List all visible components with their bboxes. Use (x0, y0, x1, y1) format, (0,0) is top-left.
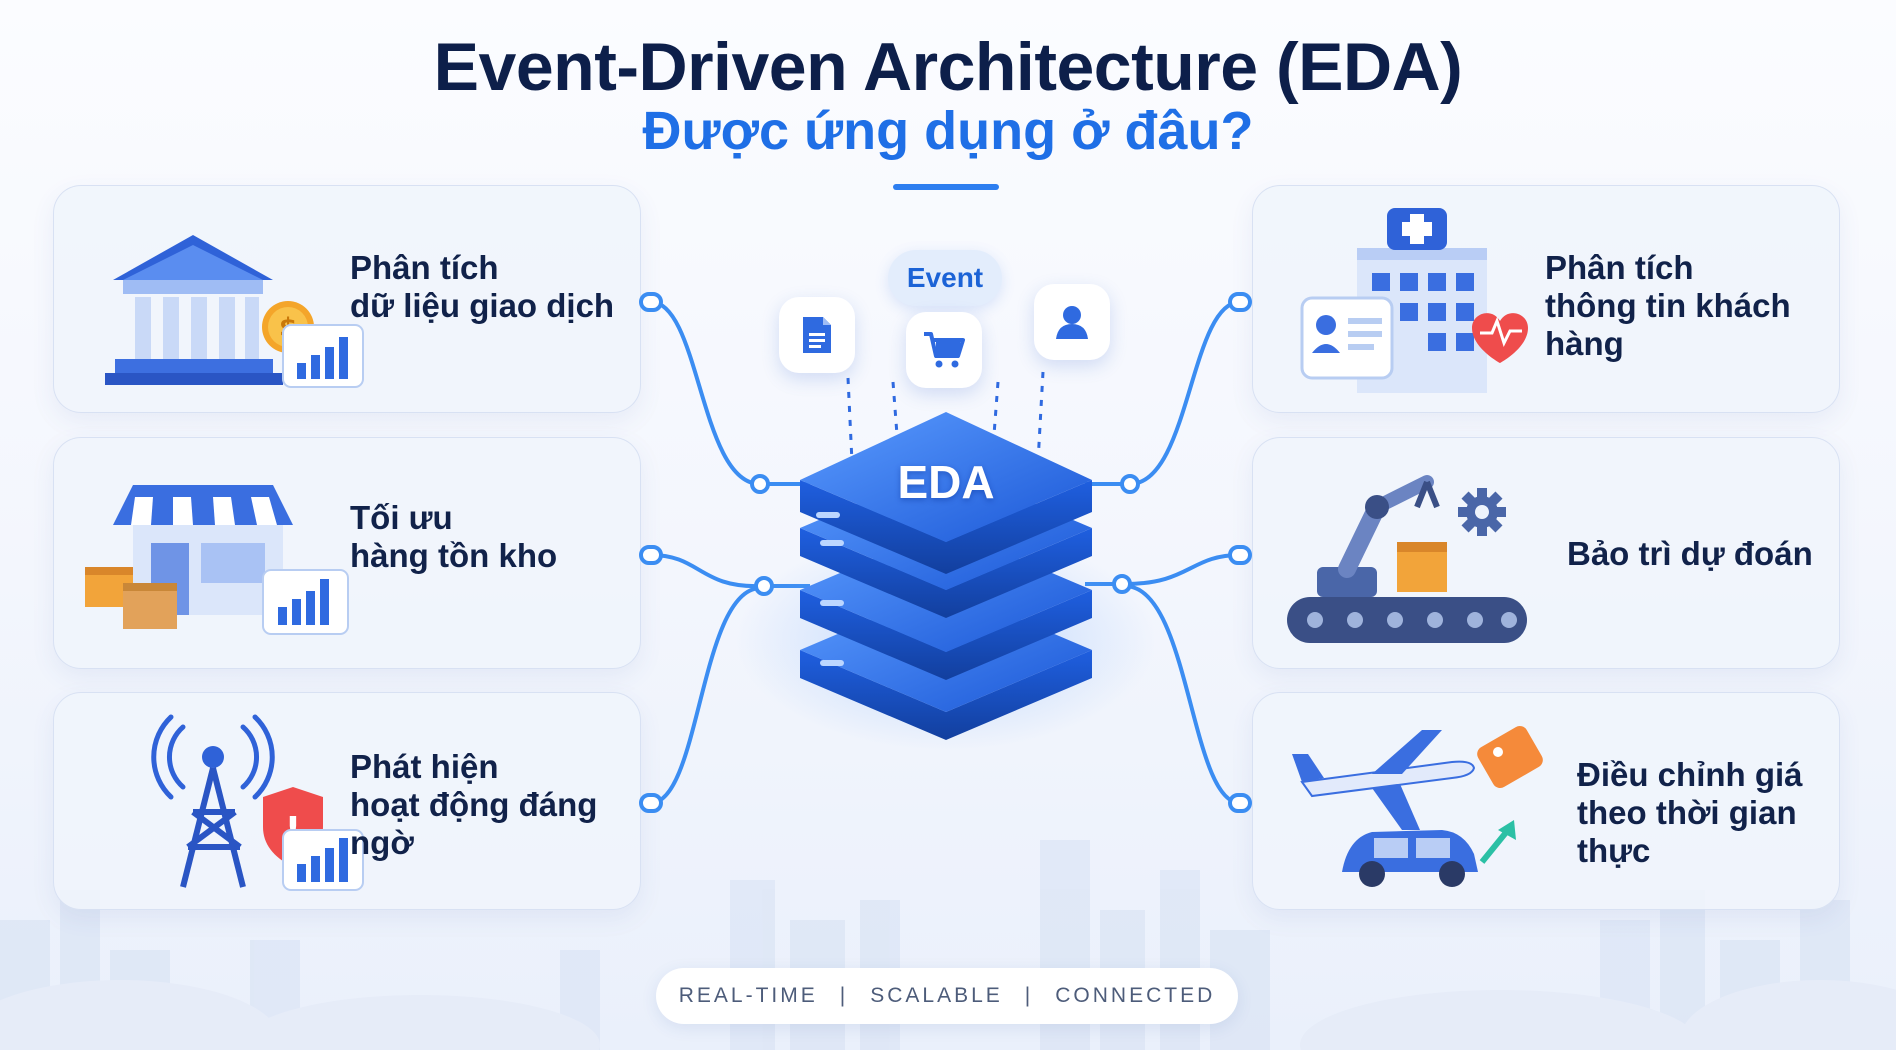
user-icon (1056, 306, 1088, 339)
connector-right-middle (1124, 553, 1241, 586)
card-label: Phân tích thông tin khách hàng (1545, 249, 1791, 362)
user-icon-tile (1034, 284, 1110, 360)
robot-arm-icon (1287, 475, 1527, 643)
footer-tags: REAL-TIME | SCALABLE | CONNECTED (656, 968, 1238, 1024)
footer-tag-connected: CONNECTED (1055, 984, 1216, 1007)
connector-left-top (650, 300, 761, 486)
bank-icon: $ (105, 235, 364, 388)
eda-layer-bottom (800, 588, 1092, 740)
card-label: Bảo trì dự đoán (1567, 535, 1813, 572)
footer-tag-realtime: REAL-TIME (678, 984, 818, 1007)
card-inventory-optimization: Tối ưu hàng tồn kho (53, 437, 641, 669)
title-underline (893, 184, 999, 190)
eda-layer-middle (800, 528, 1092, 680)
event-pill: Event (888, 250, 1002, 306)
plane-car-icon (1292, 726, 1543, 887)
card-customer-analysis: Phân tích thông tin khách hàng (1252, 185, 1840, 413)
page-subtitle: Được ứng dụng ở đâu? (642, 101, 1254, 161)
card-realtime-pricing: Điều chỉnh giá theo thời gian thực (1252, 692, 1840, 910)
document-icon-tile (779, 297, 855, 373)
hospital-icon (1300, 208, 1528, 393)
footer-separator: | (1024, 984, 1034, 1007)
card-label: Phân tích dữ liệu giao dịch (350, 249, 615, 324)
tower-icon: ! (151, 714, 364, 891)
card-label: Tối ưu hàng tồn kho (350, 499, 558, 574)
card-label: Điều chỉnh giá theo thời gian thực (1577, 756, 1803, 869)
page-title: Event-Driven Architecture (EDA) (433, 29, 1463, 105)
document-icon (803, 317, 831, 353)
connector-left-middle (650, 553, 761, 589)
footer-separator: | (839, 984, 849, 1007)
footer-tag-scalable: SCALABLE (870, 984, 1003, 1007)
card-suspicious-activity: ! Phát hiện hoạt động đáng ngờ (53, 692, 641, 910)
card-predictive-maintenance: Bảo trì dự đoán (1252, 437, 1840, 669)
cart-icon (924, 332, 965, 368)
cart-icon-tile (906, 312, 982, 388)
store-icon (85, 485, 349, 635)
connector-right-top (1129, 300, 1241, 486)
eda-hub-label: EDA (897, 456, 995, 508)
city-skyline-background (0, 840, 1896, 1050)
card-transaction-analysis: $ Phân tích dữ liệu giao dịch (53, 185, 641, 413)
card-label: Phát hiện hoạt động đáng ngờ (350, 748, 598, 861)
